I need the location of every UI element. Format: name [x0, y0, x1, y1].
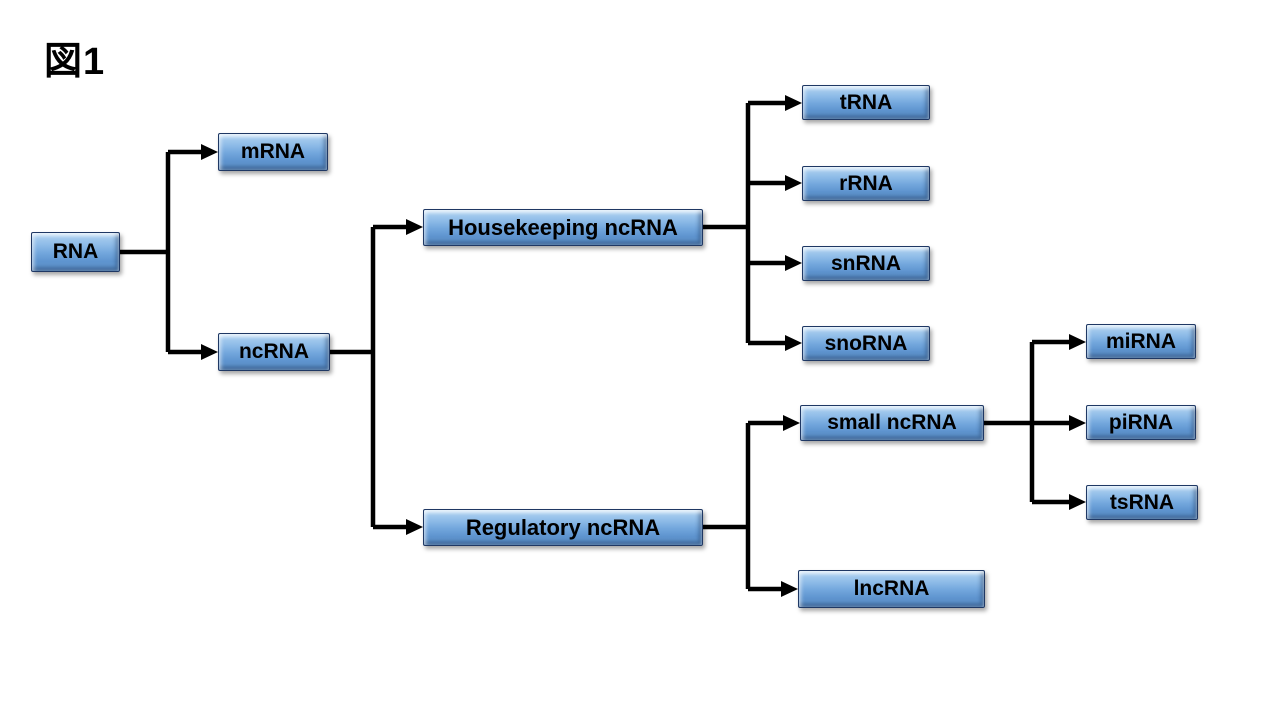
node-tsrna: tsRNA: [1086, 485, 1198, 520]
node-lncrna: lncRNA: [798, 570, 985, 608]
figure-title: 図1: [44, 41, 106, 83]
node-ncrna: ncRNA: [218, 333, 330, 371]
node-snorna: snoRNA: [802, 326, 930, 361]
node-mrna: mRNA: [218, 133, 328, 171]
node-housekeeping-ncrna: Housekeeping ncRNA: [423, 209, 703, 246]
node-mirna: miRNA: [1086, 324, 1196, 359]
node-pirna: piRNA: [1086, 405, 1196, 440]
node-trna: tRNA: [802, 85, 930, 120]
node-regulatory-ncrna: Regulatory ncRNA: [423, 509, 703, 546]
arrowheads: [201, 95, 1086, 597]
node-rrna: rRNA: [802, 166, 930, 201]
node-rna: RNA: [31, 232, 120, 272]
node-small-ncrna: small ncRNA: [800, 405, 984, 441]
node-snrna: snRNA: [802, 246, 930, 281]
